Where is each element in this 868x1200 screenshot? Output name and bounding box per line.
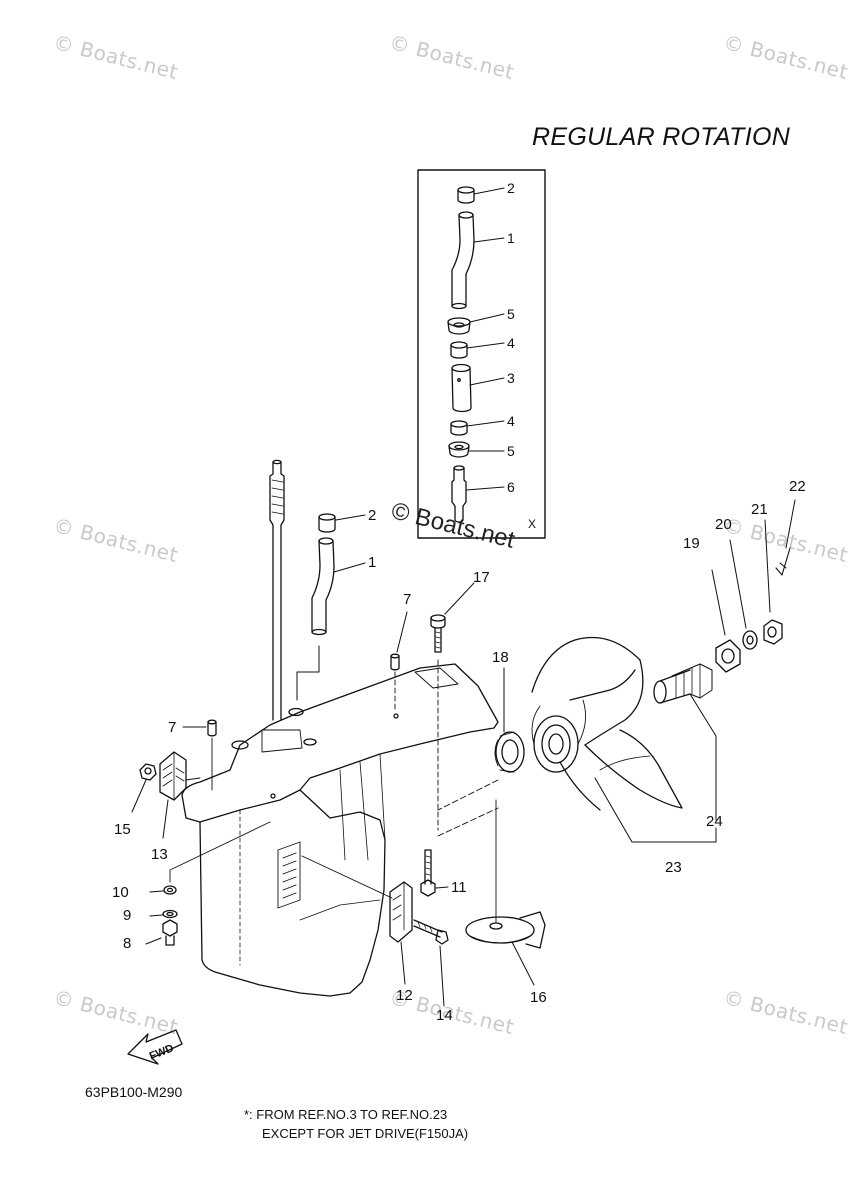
part-code: 63PB100-M290 bbox=[85, 1084, 183, 1100]
pipe-part-6 bbox=[451, 465, 467, 523]
sleeve-part-3 bbox=[451, 363, 472, 413]
callout-number: 1 bbox=[507, 230, 515, 246]
callout-number: 24 bbox=[706, 813, 723, 830]
callout-number: 1 bbox=[368, 554, 376, 571]
callout-number: 20 bbox=[715, 516, 732, 533]
callout-number: 17 bbox=[473, 569, 490, 586]
bolt-part-14 bbox=[413, 919, 449, 1007]
callout-number: 7 bbox=[403, 591, 411, 608]
grommet-part-5-top bbox=[447, 317, 471, 335]
inset-callouts: 2 1 5 4 3 4 5 6 X bbox=[507, 180, 536, 531]
collar-part-2-main bbox=[318, 513, 336, 533]
water-tube-part-1 bbox=[451, 211, 475, 310]
callout-number: 4 bbox=[507, 413, 515, 429]
bolt-part-11 bbox=[420, 849, 449, 897]
water-tube-part-1-main bbox=[296, 537, 335, 701]
nut-part-21 bbox=[763, 519, 783, 645]
callout-number: 16 bbox=[530, 989, 547, 1006]
footnote-line-1: *: FROM REF.NO.3 TO REF.NO.23 bbox=[244, 1107, 448, 1122]
callout-number: 5 bbox=[507, 306, 515, 322]
inset-label: X bbox=[528, 517, 536, 531]
main-callouts: 2 1 7 17 7 18 22 21 20 19 15 13 24 23 10… bbox=[112, 478, 806, 1063]
lower-casing bbox=[181, 663, 499, 997]
anode-part-12 bbox=[301, 855, 413, 985]
callout-number: 18 bbox=[492, 649, 509, 666]
bushing-part-24 bbox=[653, 663, 717, 821]
callout-number: 2 bbox=[507, 180, 515, 196]
fwd-label: FWD bbox=[148, 1042, 176, 1063]
grommet-part-5-bottom bbox=[448, 441, 470, 458]
dowel-pin-part-7-left bbox=[182, 719, 217, 791]
propeller bbox=[531, 636, 683, 811]
callout-number: 23 bbox=[665, 859, 682, 876]
footnote-line-2: EXCEPT FOR JET DRIVE(F150JA) bbox=[262, 1126, 469, 1141]
callout-number: 11 bbox=[451, 879, 467, 896]
bracket-part-23 bbox=[594, 777, 717, 843]
callout-number: 5 bbox=[507, 443, 515, 459]
diagram-title: REGULAR ROTATION bbox=[532, 123, 791, 151]
seal-part-4-top bbox=[450, 341, 468, 359]
trim-tab-part-16 bbox=[465, 799, 546, 986]
collar-part-2 bbox=[457, 186, 475, 204]
callout-number: 4 bbox=[507, 335, 515, 351]
callout-number: 3 bbox=[507, 370, 515, 386]
callout-number: 6 bbox=[507, 479, 515, 495]
inset-box bbox=[417, 169, 546, 539]
seal-part-4-bottom bbox=[450, 420, 468, 436]
callout-number: 9 bbox=[123, 907, 131, 924]
spacer-part-19 bbox=[711, 569, 741, 673]
cotter-pin-part-22 bbox=[775, 499, 796, 576]
thrust-hub-part-18 bbox=[494, 667, 525, 773]
callout-number: 2 bbox=[368, 507, 376, 524]
driveshaft bbox=[269, 459, 285, 721]
washer-part-10 bbox=[149, 821, 271, 895]
bolt-part-8 bbox=[145, 919, 178, 946]
callout-number: 7 bbox=[168, 719, 176, 736]
fwd-arrow-icon bbox=[127, 1029, 183, 1065]
anode-part-13 bbox=[159, 751, 201, 839]
callout-number: 8 bbox=[123, 935, 131, 952]
callout-number: 14 bbox=[436, 1007, 453, 1024]
washer-part-20 bbox=[729, 539, 758, 650]
bolt-part-17 bbox=[430, 582, 475, 831]
callout-number: 12 bbox=[396, 987, 413, 1004]
callout-number: 10 bbox=[112, 884, 129, 901]
nut-part-15 bbox=[131, 763, 157, 813]
callout-number: 19 bbox=[683, 535, 700, 552]
callout-number: 15 bbox=[114, 821, 131, 838]
callout-number: 13 bbox=[151, 846, 168, 863]
washer-part-9 bbox=[149, 909, 178, 919]
callout-number: 21 bbox=[751, 501, 768, 518]
callout-number: 22 bbox=[789, 478, 806, 495]
dowel-pin-part-7-right bbox=[390, 611, 408, 713]
